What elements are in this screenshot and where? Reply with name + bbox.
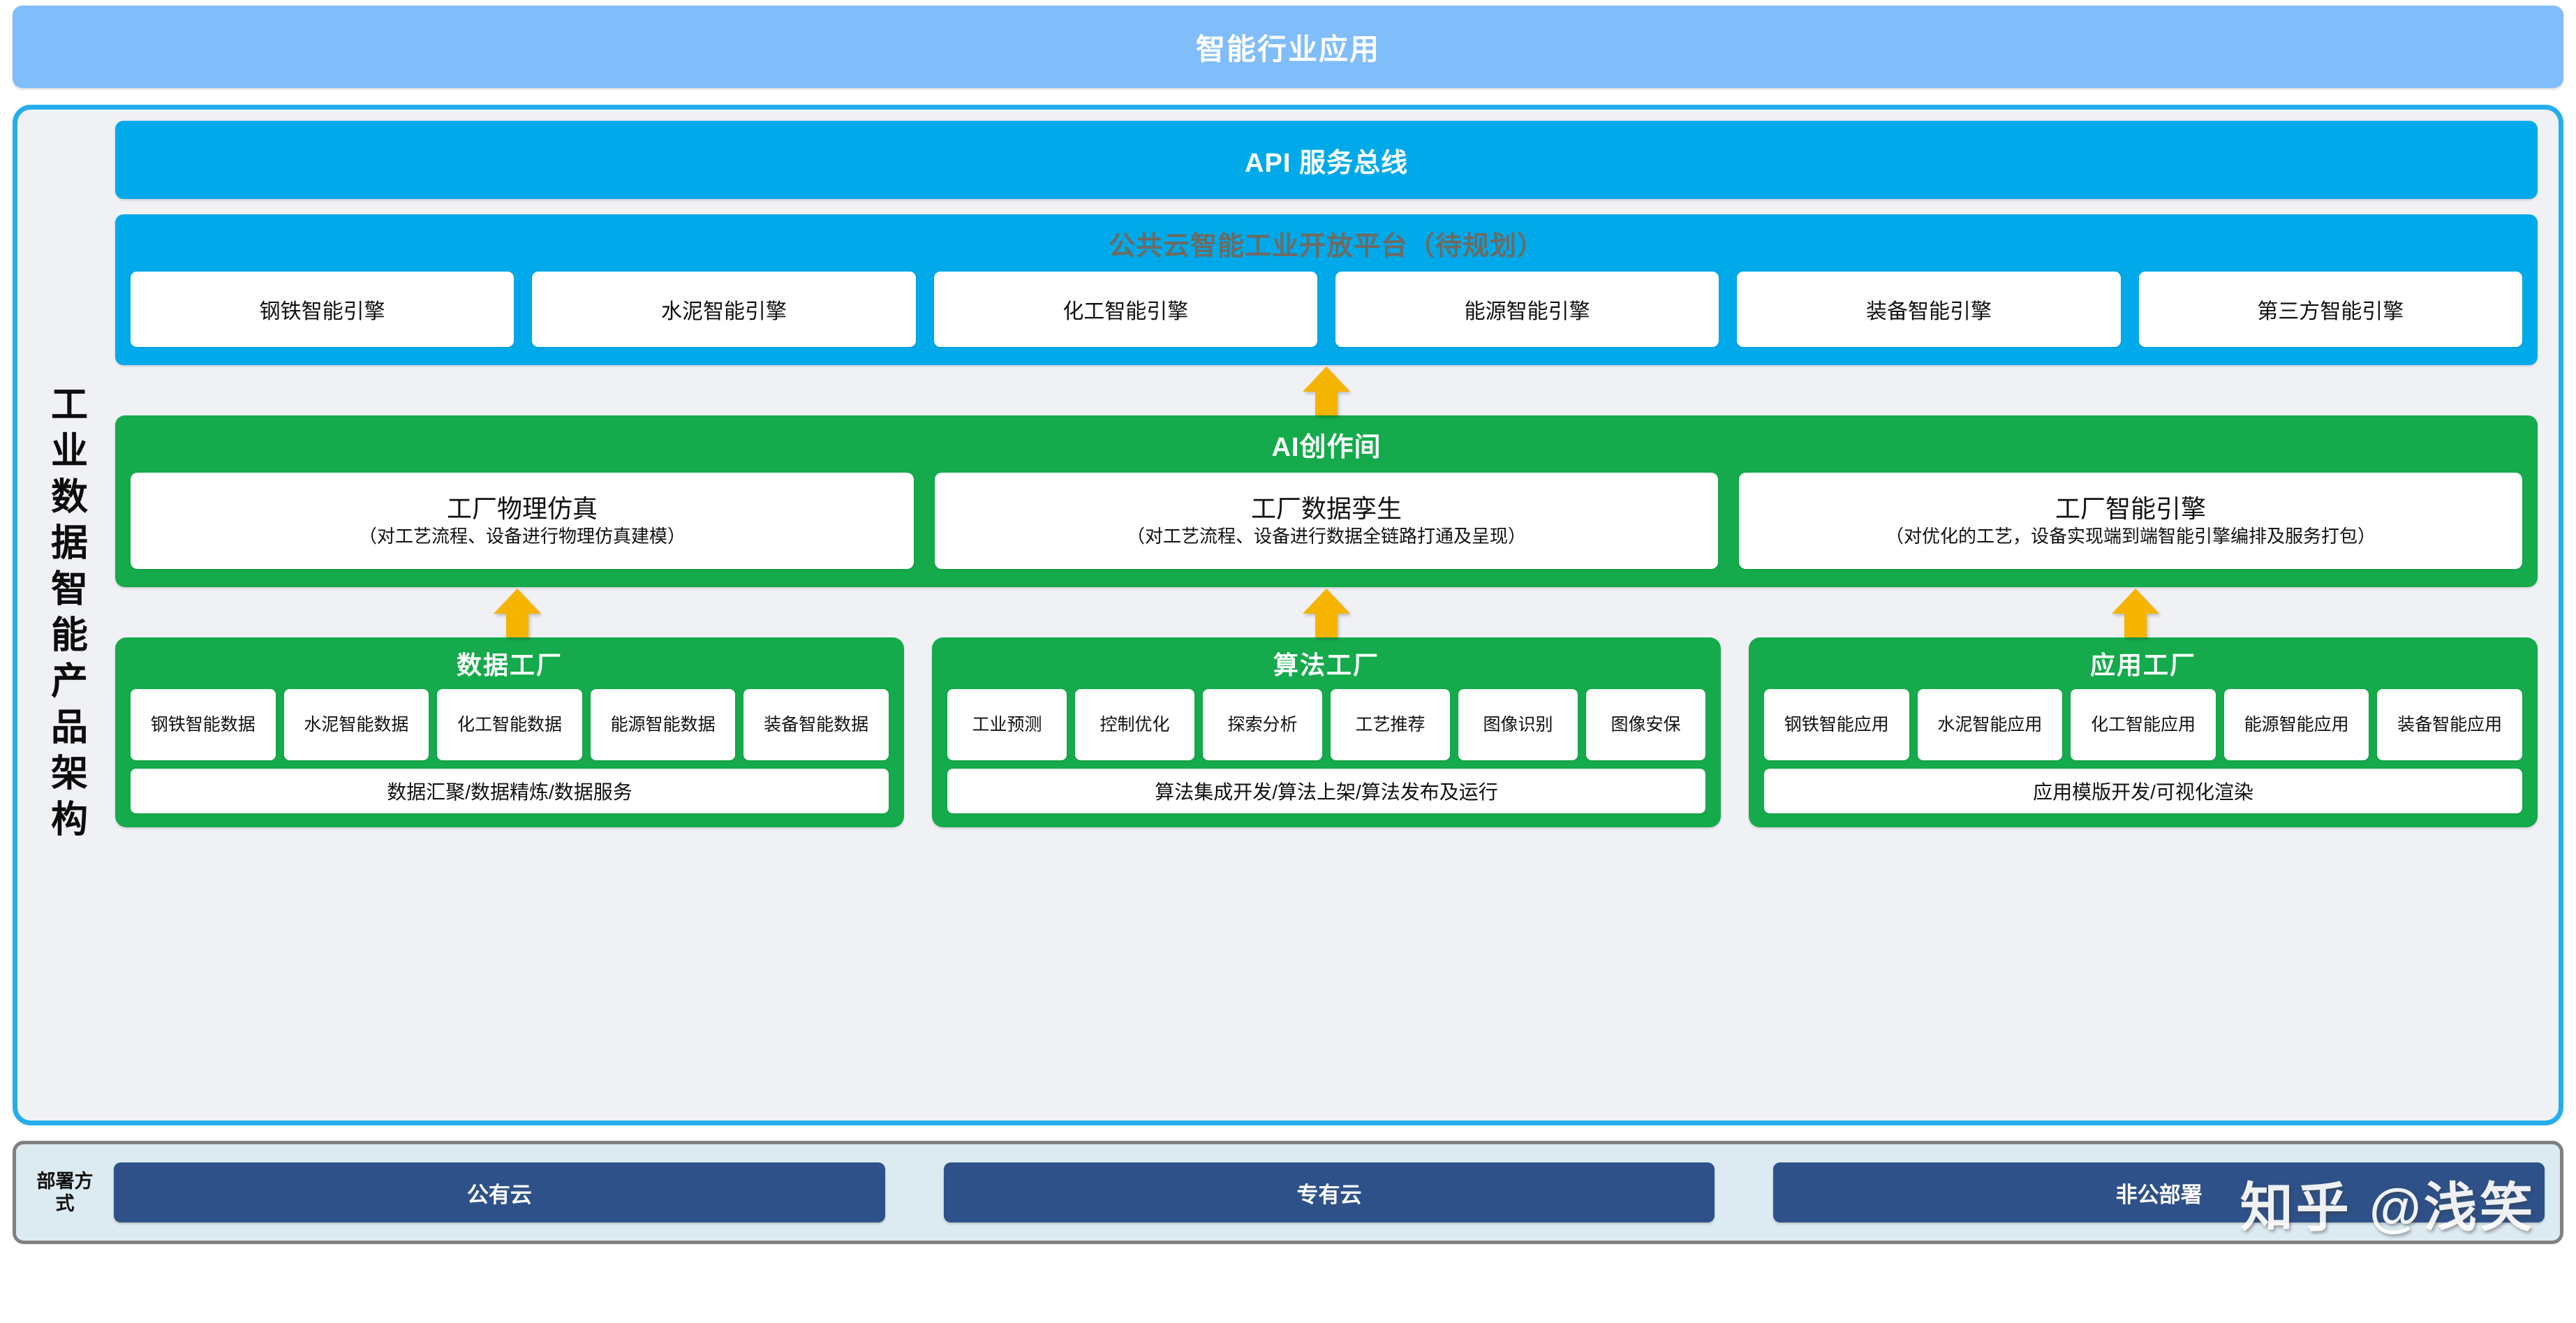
factory-item[interactable]: 控制优化 <box>1075 689 1194 760</box>
deployment-button-public-cloud[interactable]: 公有云 <box>114 1162 885 1222</box>
architecture-diagram-page: 智能行业应用 工业数据智能产品架构 API 服务总线 公共云智能工业开放平台（待… <box>0 6 2576 1323</box>
ai-studio-card[interactable]: 工厂数据孪生 （对工艺流程、设备进行数据全链路打通及呈现） <box>935 473 1718 569</box>
deployment-bar: 部署方式 公有云 专有云 非公部署 <box>13 1141 2563 1244</box>
factory-footer: 算法集成开发/算法上架/算法发布及运行 <box>947 769 1705 813</box>
deployment-button-label: 专有云 <box>1296 1182 1362 1207</box>
factory-column-data: 数据工厂 钢铁智能数据 水泥智能数据 化工智能数据 能源智能数据 装备智能数据 … <box>115 637 904 827</box>
ai-studio-card-title: 工厂物理仿真 <box>446 494 598 523</box>
deployment-button-private-deployment[interactable]: 非公部署 <box>1773 1162 2545 1222</box>
architecture-frame: 工业数据智能产品架构 API 服务总线 公共云智能工业开放平台（待规划） 钢铁智… <box>13 105 2563 1125</box>
arrow-up-icon <box>492 587 542 639</box>
engine-card-label: 能源智能引擎 <box>1464 300 1590 323</box>
platform-title-text: 公共云智能工业开放平台（待规划） <box>1108 231 1544 261</box>
factory-item[interactable]: 钢铁智能数据 <box>131 689 276 760</box>
factory-item[interactable]: 探索分析 <box>1203 689 1322 760</box>
arrow-row-studio-to-platform <box>115 365 2538 415</box>
vertical-section-title-text: 工业数据智能产品架构 <box>45 385 87 845</box>
factory-item[interactable]: 装备智能数据 <box>743 689 889 760</box>
engine-card[interactable]: 水泥智能引擎 <box>532 272 916 347</box>
engine-card[interactable]: 能源智能引擎 <box>1335 272 1719 347</box>
deployment-button-dedicated-cloud[interactable]: 专有云 <box>943 1162 1715 1222</box>
ai-studio-card-title: 工厂数据孪生 <box>1250 494 1402 523</box>
ai-studio-card[interactable]: 工厂物理仿真 （对工艺流程、设备进行物理仿真建模） <box>131 473 914 569</box>
factory-block: 应用工厂 钢铁智能应用 水泥智能应用 化工智能应用 能源智能应用 装备智能应用 … <box>1749 637 2538 827</box>
arrow-up-icon <box>1301 587 1352 639</box>
deployment-button-label: 公有云 <box>466 1182 532 1207</box>
factories-row: 数据工厂 钢铁智能数据 水泥智能数据 化工智能数据 能源智能数据 装备智能数据 … <box>115 637 2538 827</box>
ai-studio-title: AI创作间 <box>131 415 2522 473</box>
engine-card-row: 钢铁智能引擎 水泥智能引擎 化工智能引擎 能源智能引擎 装备智能引擎 第三方智能… <box>131 272 2522 347</box>
factory-item[interactable]: 能源智能应用 <box>2223 689 2369 760</box>
arrow-up-icon <box>1301 365 1352 417</box>
factory-block: 算法工厂 工业预测 控制优化 探索分析 工艺推荐 图像识别 图像安保 算法集成开… <box>932 637 1721 827</box>
factory-item[interactable]: 工业预测 <box>947 689 1067 760</box>
engine-card-label: 水泥智能引擎 <box>660 300 787 323</box>
factory-column-algorithm: 算法工厂 工业预测 控制优化 探索分析 工艺推荐 图像识别 图像安保 算法集成开… <box>932 637 1721 827</box>
ai-studio-card-title: 工厂智能引擎 <box>2055 494 2206 523</box>
factory-item[interactable]: 能源智能数据 <box>590 689 736 760</box>
factory-title: 数据工厂 <box>456 651 563 679</box>
factory-item-row: 钢铁智能数据 水泥智能数据 化工智能数据 能源智能数据 装备智能数据 <box>131 689 889 760</box>
factory-item[interactable]: 图像安保 <box>1586 689 1705 760</box>
engine-card-label: 第三方智能引擎 <box>2257 300 2404 323</box>
ai-studio-card[interactable]: 工厂智能引擎 （对优化的工艺，设备实现端到端智能引擎编排及服务打包） <box>1739 473 2522 569</box>
factory-item-row: 钢铁智能应用 水泥智能应用 化工智能应用 能源智能应用 装备智能应用 <box>1764 689 2522 760</box>
ai-studio-card-desc: （对工艺流程、设备进行物理仿真建模） <box>358 526 686 547</box>
deployment-label: 部署方式 <box>36 1170 94 1214</box>
ai-studio-title-text: AI创作间 <box>1271 432 1382 462</box>
ai-studio-block: AI创作间 工厂物理仿真 （对工艺流程、设备进行物理仿真建模） 工厂数据孪生 （… <box>115 415 2538 587</box>
architecture-body: API 服务总线 公共云智能工业开放平台（待规划） 钢铁智能引擎 水泥智能引擎 … <box>115 121 2538 1109</box>
platform-title: 公共云智能工业开放平台（待规划） <box>131 214 2522 272</box>
arrow-row-factories-to-studio <box>115 587 2538 637</box>
factory-title: 算法工厂 <box>1273 651 1379 679</box>
top-banner-title: 智能行业应用 <box>1195 32 1380 66</box>
factory-item[interactable]: 水泥智能数据 <box>283 689 429 760</box>
engine-card[interactable]: 化工智能引擎 <box>933 272 1317 347</box>
factory-item[interactable]: 钢铁智能应用 <box>1764 689 1909 760</box>
factory-footer: 数据汇聚/数据精炼/数据服务 <box>131 769 889 813</box>
engine-card[interactable]: 装备智能引擎 <box>1737 272 2121 347</box>
factory-footer: 应用模版开发/可视化渲染 <box>1764 769 2522 813</box>
vertical-section-title: 工业数据智能产品架构 <box>17 121 115 1109</box>
engine-card[interactable]: 第三方智能引擎 <box>2138 272 2522 347</box>
factory-item-row: 工业预测 控制优化 探索分析 工艺推荐 图像识别 图像安保 <box>947 689 1705 760</box>
ai-studio-card-row: 工厂物理仿真 （对工艺流程、设备进行物理仿真建模） 工厂数据孪生 （对工艺流程、… <box>131 473 2522 569</box>
engine-card[interactable]: 钢铁智能引擎 <box>131 272 515 347</box>
api-service-bus-label: API 服务总线 <box>1245 148 1408 178</box>
factory-column-application: 应用工厂 钢铁智能应用 水泥智能应用 化工智能应用 能源智能应用 装备智能应用 … <box>1749 637 2538 827</box>
factory-item[interactable]: 装备智能应用 <box>2377 689 2522 760</box>
arrow-up-icon <box>2110 587 2161 639</box>
factory-item[interactable]: 水泥智能应用 <box>1917 689 2063 760</box>
deployment-button-label: 非公部署 <box>2115 1182 2203 1207</box>
factory-item[interactable]: 化工智能应用 <box>2071 689 2216 760</box>
ai-studio-card-desc: （对优化的工艺，设备实现端到端智能引擎编排及服务打包） <box>1885 526 2376 547</box>
factory-item[interactable]: 图像识别 <box>1458 689 1578 760</box>
deployment-button-row: 公有云 专有云 非公部署 <box>114 1162 2545 1222</box>
ai-studio-card-desc: （对工艺流程、设备进行数据全链路打通及呈现） <box>1126 526 1526 547</box>
factory-title: 应用工厂 <box>2089 651 2196 679</box>
engine-card-label: 钢铁智能引擎 <box>259 300 385 323</box>
public-cloud-open-platform-block: 公共云智能工业开放平台（待规划） 钢铁智能引擎 水泥智能引擎 化工智能引擎 能源… <box>115 214 2538 365</box>
engine-card-label: 装备智能引擎 <box>1865 300 1992 323</box>
factory-item[interactable]: 工艺推荐 <box>1331 689 1450 760</box>
factory-block: 数据工厂 钢铁智能数据 水泥智能数据 化工智能数据 能源智能数据 装备智能数据 … <box>115 637 904 827</box>
engine-card-label: 化工智能引擎 <box>1063 300 1189 323</box>
factory-item[interactable]: 化工智能数据 <box>437 689 582 760</box>
api-service-bus-bar: API 服务总线 <box>115 121 2538 199</box>
top-banner-intelligent-industry-applications: 智能行业应用 <box>13 6 2563 88</box>
